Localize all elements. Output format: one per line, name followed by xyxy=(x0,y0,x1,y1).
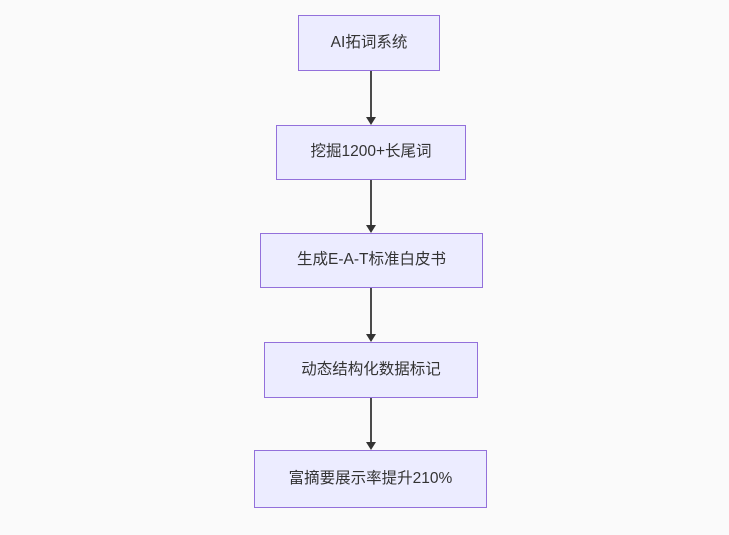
arrow-down-connector-4 xyxy=(369,398,372,442)
flowchart-node-rich-snippet-result: 富摘要展示率提升210% xyxy=(254,450,487,508)
arrow-down-connector-1 xyxy=(369,71,372,117)
flowchart-node-eat-whitepaper: 生成E-A-T标准白皮书 xyxy=(260,233,483,288)
node-label: AI拓词系统 xyxy=(330,33,408,51)
node-label: 挖掘1200+长尾词 xyxy=(310,143,432,161)
node-label: 生成E-A-T标准白皮书 xyxy=(297,251,446,269)
node-label: 动态结构化数据标记 xyxy=(301,360,441,378)
flowchart-node-structured-data-markup: 动态结构化数据标记 xyxy=(264,342,478,398)
arrow-down-connector-2 xyxy=(369,180,372,225)
flowchart-node-longtail-mining: 挖掘1200+长尾词 xyxy=(276,125,466,180)
arrow-down-connector-3 xyxy=(369,288,372,334)
node-label: 富摘要展示率提升210% xyxy=(288,469,453,487)
flowchart-node-ai-keyword-system: AI拓词系统 xyxy=(298,15,440,71)
